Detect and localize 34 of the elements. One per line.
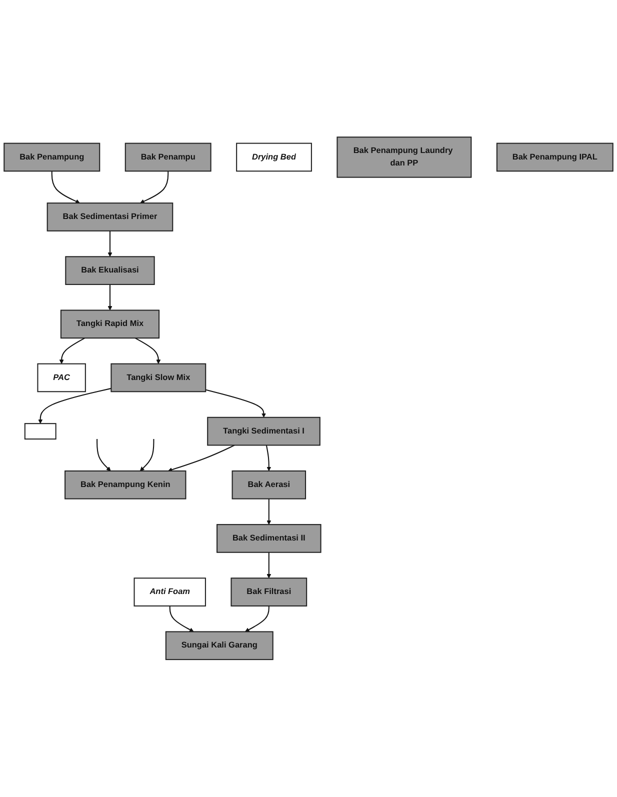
- arrow: [96, 439, 111, 472]
- node-box: Bak Aerasi: [232, 470, 306, 500]
- arrow: [140, 439, 154, 472]
- node-box: [24, 423, 56, 440]
- node-box: Bak Penampu: [124, 142, 212, 172]
- arrow: [140, 171, 169, 204]
- node-box: PAC: [37, 363, 86, 392]
- node-box: Sungai Kali Garang: [165, 631, 274, 660]
- node-box: Bak Sedimentasi II: [216, 524, 322, 554]
- node-box: Tangki Sedimentasi I: [207, 417, 320, 446]
- arrow: [168, 444, 235, 472]
- arrow: [59, 338, 86, 364]
- arrow: [244, 606, 270, 632]
- node-box: Drying Bed: [236, 142, 312, 172]
- node-box: Tangki Rapid Mix: [60, 310, 160, 339]
- arrow: [266, 498, 272, 525]
- node-box: Bak Penampung Laundry dan PP: [336, 136, 472, 178]
- arrow: [205, 389, 266, 418]
- arrow: [38, 388, 112, 424]
- node-box: Bak Filtrasi: [230, 578, 308, 607]
- node-box: Bak Penampung Kenin: [64, 470, 186, 500]
- node-box: Bak Ekualisasi: [65, 256, 155, 286]
- node-box: Bak Penampung IPAL: [496, 142, 614, 172]
- node-box: Tangki Slow Mix: [110, 363, 206, 392]
- node-box: Bak Sedimentasi Primer: [46, 202, 174, 232]
- node-box: Bak Penampung: [4, 142, 100, 172]
- node-box: Anti Foam: [134, 578, 206, 607]
- arrow: [266, 445, 272, 472]
- arrow: [108, 231, 112, 258]
- arrow: [169, 606, 194, 632]
- arrow: [134, 338, 161, 364]
- arrow: [266, 552, 272, 578]
- arrow: [108, 284, 112, 311]
- arrow: [51, 171, 80, 204]
